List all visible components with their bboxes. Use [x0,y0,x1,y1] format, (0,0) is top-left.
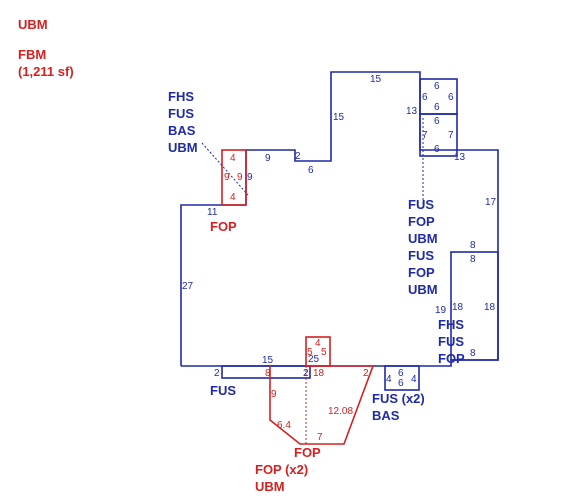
dim-blue-10: 7 [448,130,454,141]
lower-right-label-3: FOP [438,351,465,366]
lower-right-label-2: FUS [438,334,464,349]
lower-right-label-1: FHS [438,317,464,332]
dim-red-2: 9 [224,172,230,183]
legend-fbm: FBM [18,47,46,62]
upper-left-label-3: BAS [168,123,196,138]
dim-blue-7: 6 [434,102,440,113]
legend-ubm: UBM [18,17,48,32]
dim-red-3: 4 [230,192,236,203]
deck-bottom [269,365,375,445]
fus-bottom-label: FUS [210,383,236,398]
dim-red-5: 4 [315,338,321,349]
dim-blue-6: 6 [448,92,454,103]
dim-blue-12: 13 [454,152,466,163]
dim-blue-31: 9 [247,172,253,183]
dim-blue-9: 7 [422,130,428,141]
dim-blue-15: 8 [470,254,476,265]
right-label-1: FUS [408,197,434,212]
dim-blue-17: 6 [308,165,314,176]
dim-blue-22: 8 [470,348,476,359]
right-label-2: FOP [408,214,435,229]
dim-blue-11: 6 [434,144,440,155]
dim-blue-19: 19 [435,305,447,316]
upper-left-label-1: FHS [168,89,194,104]
dim-blue-28: 6 [398,378,404,389]
ubm-bottom-label: UBM [255,479,285,494]
dim-blue-16: 2 [295,151,301,162]
dim-red-11: 6.4 [277,420,291,431]
upper-left-label-4: UBM [168,140,198,155]
dim-red-7: 5 [321,347,327,358]
upper-left-label-2: FUS [168,106,194,121]
dim-blue-21: 18 [484,302,496,313]
fus-x2-label: FUS (x2) [372,391,425,406]
dim-blue-32: 9 [265,153,271,164]
dim-red-4: 9 [237,172,243,183]
dim-red-10: 9 [271,389,277,400]
dim-red-9: 2 [363,368,369,379]
dim-blue-29: 4 [411,374,417,385]
dim-blue-14: 8 [470,240,476,251]
legend-fbm-area: (1,211 sf) [18,64,74,79]
dim-blue-23: 2 [214,368,220,379]
dim-blue-1: 15 [370,74,382,85]
dim-blue-27: 6 [398,368,404,379]
right-label-6: UBM [408,282,438,297]
dim-blue-20: 18 [452,302,464,313]
dim-red-12: 7 [317,432,323,443]
dim-blue-24: 15 [262,355,274,366]
top-right-box-lower [419,113,458,157]
dim-red-6: 5 [307,347,313,358]
dim-fop-left: 11 [207,207,218,218]
dim-blue-25: 2 [303,368,309,379]
dim-red-14: 18 [313,368,325,379]
dim-blue-2: 15 [333,112,345,123]
fop-x2-label: FOP (x2) [255,462,308,477]
right-label-4: FUS [408,248,434,263]
dim-blue-30: 25 [308,354,320,365]
dim-blue-18: 27 [182,281,194,292]
dim-blue-4: 6 [434,81,440,92]
right-label-3: UBM [408,231,438,246]
bottom-strip [221,365,311,379]
bas-bottom-label: BAS [372,408,400,423]
dim-blue-3: 13 [406,106,418,117]
porch-top-left [221,149,247,206]
dim-blue-13: 17 [485,197,497,208]
fop-bottom-label: FOP [294,445,321,460]
right-label-5: FOP [408,265,435,280]
dim-red-1: 4 [230,153,236,164]
dotted-leader-upper-left [201,142,249,196]
dim-blue-5: 6 [422,92,428,103]
dim-red-13: 12.08 [328,406,353,417]
dim-red-8: 8 [265,368,271,379]
bottom-right-box [384,365,420,391]
fop-left-label: FOP [210,219,237,234]
dim-blue-26: 4 [386,374,392,385]
dim-blue-8: 6 [434,116,440,127]
right-side-box [450,251,499,361]
